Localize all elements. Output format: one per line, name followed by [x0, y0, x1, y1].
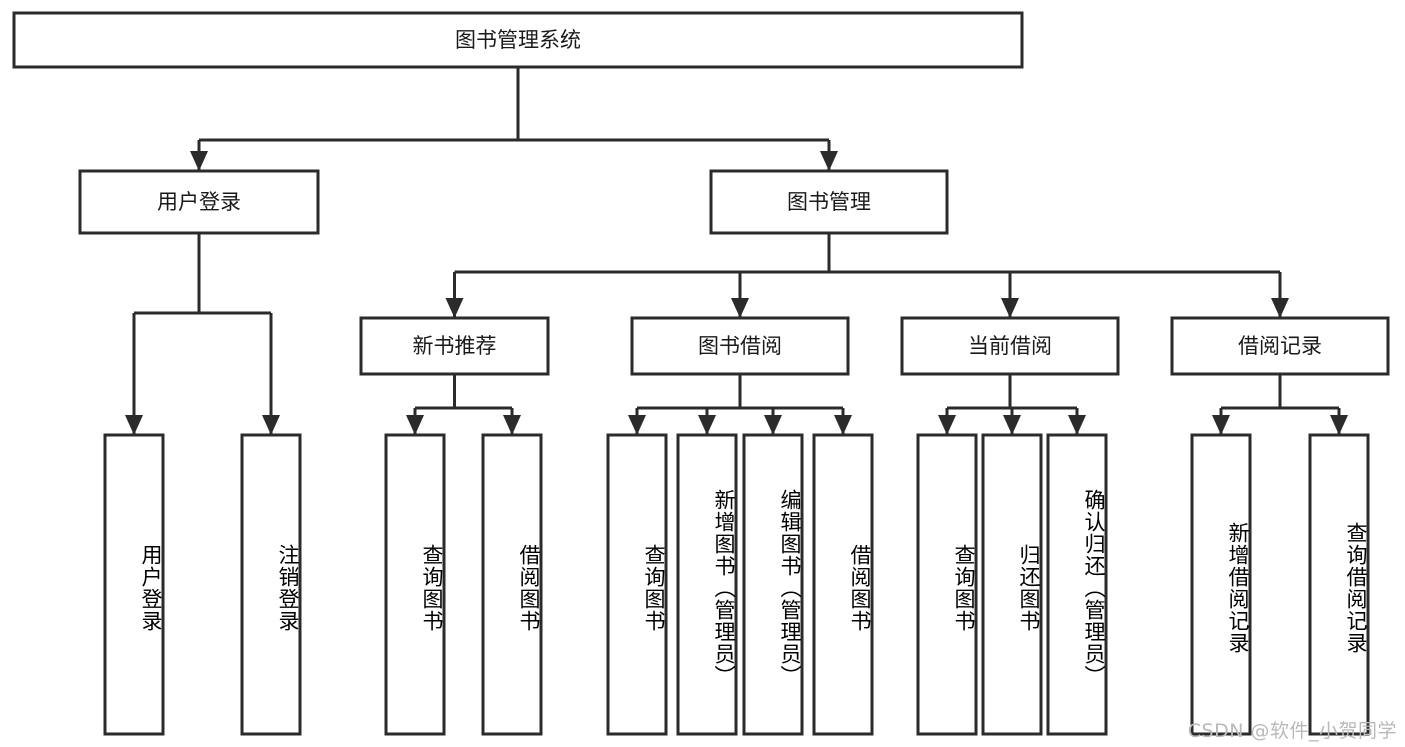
- arrow-head-icon: [731, 298, 749, 318]
- arrow-head-icon: [628, 415, 646, 435]
- arrow-head-icon: [190, 151, 208, 171]
- arrow-head-icon: [1001, 298, 1019, 318]
- level2-module-2-label: 当前借阅: [968, 334, 1052, 358]
- root-system-box[interactable]: [12, 11, 1024, 69]
- arrow-head-icon: [1068, 415, 1086, 435]
- edge-layer: [125, 67, 1348, 435]
- arrow-head-icon: [938, 415, 956, 435]
- level2-module-3-label: 借阅记录: [1238, 334, 1322, 358]
- leaf-function-9-box[interactable]: [981, 433, 1043, 736]
- level1-module-1-box[interactable]: [709, 169, 949, 235]
- arrow-head-icon: [1212, 415, 1230, 435]
- leaf-function-7-box[interactable]: [812, 433, 874, 736]
- arrow-head-icon: [262, 415, 280, 435]
- arrow-head-icon: [764, 415, 782, 435]
- leaf-function-4-box[interactable]: [606, 433, 668, 736]
- arrow-head-icon: [834, 415, 852, 435]
- arrow-head-icon: [445, 298, 464, 318]
- leaf-function-10-box[interactable]: [1046, 433, 1108, 736]
- level2-module-3-box[interactable]: [1170, 316, 1390, 376]
- arrow-head-icon: [820, 151, 838, 171]
- arrow-head-icon: [1330, 415, 1348, 435]
- level1-module-1-label: 图书管理: [787, 190, 871, 214]
- level2-module-1-box[interactable]: [630, 316, 850, 376]
- leaf-function-6-box[interactable]: [742, 433, 804, 736]
- arrow-head-icon: [503, 415, 521, 435]
- root-system-label: 图书管理系统: [455, 28, 581, 52]
- level1-module-0-label: 用户登录: [157, 190, 241, 214]
- arrow-head-icon: [1271, 298, 1289, 318]
- arrow-head-icon: [406, 415, 424, 435]
- leaf-function-1-box[interactable]: [240, 433, 302, 736]
- leaf-function-2-box[interactable]: [384, 433, 446, 736]
- arrow-head-icon: [1003, 415, 1021, 435]
- node-layer: [12, 11, 1390, 736]
- level1-module-0-box[interactable]: [78, 169, 320, 235]
- level2-module-0-box[interactable]: [359, 316, 550, 376]
- leaf-function-11-box[interactable]: [1190, 433, 1252, 736]
- leaf-function-0-box[interactable]: [103, 433, 165, 736]
- arrow-head-icon: [125, 415, 143, 435]
- leaf-function-5-box[interactable]: [676, 433, 738, 736]
- level2-module-2-box[interactable]: [900, 316, 1120, 376]
- level2-module-0-label: 新书推荐: [413, 334, 497, 358]
- leaf-function-8-box[interactable]: [916, 433, 978, 736]
- leaf-function-12-box[interactable]: [1308, 433, 1370, 736]
- leaf-function-3-box[interactable]: [481, 433, 543, 736]
- arrow-head-icon: [698, 415, 716, 435]
- csdn-watermark: CSDN @软件_小贺同学: [1187, 720, 1397, 742]
- level2-module-1-label: 图书借阅: [698, 334, 782, 358]
